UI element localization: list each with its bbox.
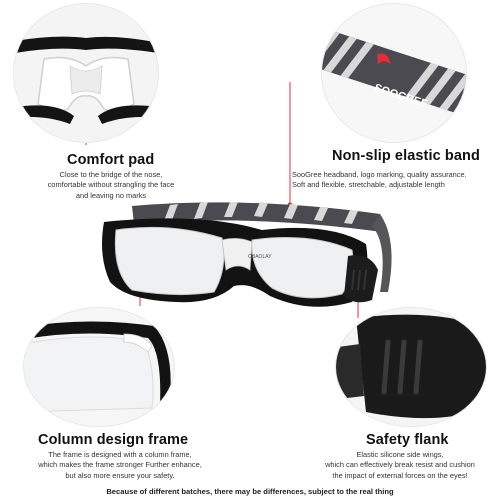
headband-illustration: SOOGREE xyxy=(322,4,466,142)
elastic-band-line-2: Soft and flexible, stretchable, adjustab… xyxy=(292,180,445,190)
lens-logo-text: OBAOLAY xyxy=(248,254,272,260)
elastic-band-description: SooGree headband, logo marking, quality … xyxy=(292,170,492,191)
comfort-pad-dot xyxy=(180,235,186,241)
elastic-band-line-1: SooGree headband, logo marking, quality … xyxy=(292,170,467,179)
safety-flank-line-1: Elastic silicone side wings, xyxy=(356,450,444,459)
column-frame-line-1: The frame is designed with a column fram… xyxy=(48,450,192,459)
safety-flank-line-2: which can effectively break resist and c… xyxy=(325,460,475,470)
comfort-pad-title: Comfort pad xyxy=(67,152,155,168)
column-frame-dot xyxy=(137,287,143,293)
comfort-pad-detail-image xyxy=(14,4,158,142)
column-frame-line-2: which makes the frame stronger Further e… xyxy=(38,460,202,470)
column-frame-description: The frame is designed with a column fram… xyxy=(22,450,218,481)
comfort-pad-line-1: Close to the bridge of the nose, xyxy=(59,170,163,179)
elastic-band-title: Non-slip elastic band xyxy=(332,148,480,164)
safety-flank-description: Elastic silicone side wings, which can e… xyxy=(302,450,498,481)
comfort-pad-line-2: comfortable without strangling the face xyxy=(47,180,175,190)
batch-disclaimer: Because of different batches, there may … xyxy=(106,487,394,496)
safety-flank-detail-image xyxy=(336,308,486,426)
column-frame-line-3: but also more ensure your safety. xyxy=(65,470,175,480)
elastic-band-detail-image: SOOGREE xyxy=(322,4,466,142)
column-frame-title: Column design frame xyxy=(38,432,189,448)
safety-flank-dot xyxy=(355,259,361,265)
column-frame-detail-image xyxy=(24,308,174,426)
frame-column-illustration xyxy=(24,308,174,426)
comfort-pad-line-3: and leaving no marks xyxy=(75,190,147,200)
nose-pad-illustration xyxy=(14,4,158,142)
safety-flank-title: Safety flank xyxy=(366,432,449,448)
comfort-pad-description: Close to the bridge of the nose, comfort… xyxy=(34,170,188,201)
elastic-band-dot xyxy=(287,202,293,208)
side-wing-illustration xyxy=(336,308,486,426)
safety-flank-line-3: the impact of external forces on the eye… xyxy=(332,470,468,480)
